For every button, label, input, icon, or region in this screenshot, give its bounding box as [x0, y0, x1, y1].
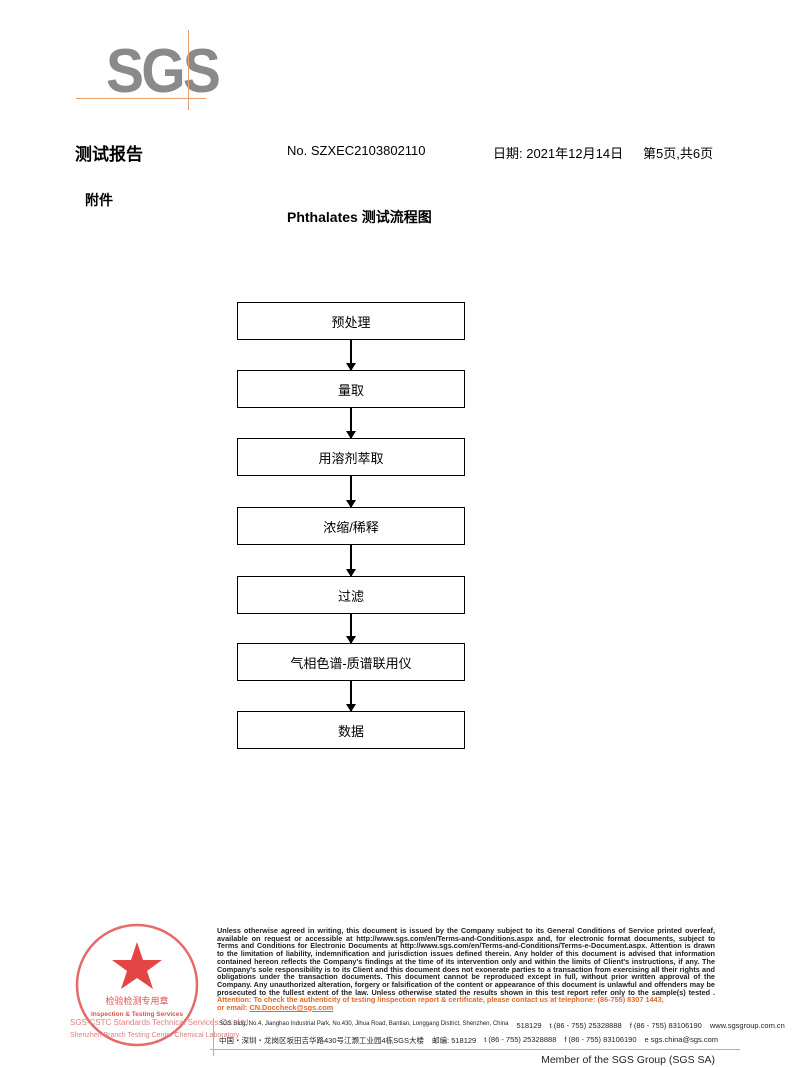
report-number: No. SZXEC2103802110: [287, 143, 426, 158]
flow-step: 气相色谱-质谱联用仪: [237, 643, 465, 681]
arrow-down-icon: [346, 614, 356, 644]
arrow-down-icon: [346, 408, 356, 439]
svg-text:检验检测专用章: 检验检测专用章: [105, 995, 168, 1007]
arrow-down-icon: [346, 681, 356, 712]
flow-step: 量取: [237, 370, 465, 408]
address-cn: 中国・深圳・龙岗区坂田吉华路430号江灏工业园4栋SGS大楼 邮编: 51812…: [219, 1035, 718, 1045]
report-date: 日期: 2021年12月14日: [493, 146, 624, 161]
arrow-down-icon: [346, 340, 356, 371]
flowchart-title: Phthalates 测试流程图: [287, 209, 432, 225]
flow-step: 数据: [237, 711, 465, 749]
attention-notice: Attention: To check the authenticity of …: [217, 995, 664, 1012]
flow-step: 过滤: [237, 576, 465, 614]
arrow-down-icon: [346, 476, 356, 508]
email-link[interactable]: e sgs.china@sgs.com: [644, 1035, 718, 1044]
flow-step: 预处理: [237, 302, 465, 340]
report-title: 测试报告: [75, 145, 143, 164]
arrow-down-icon: [346, 545, 356, 577]
doccheck-email-link[interactable]: CN.Doccheck@sgs.com: [249, 1002, 334, 1012]
flow-step: 用溶剂萃取: [237, 438, 465, 476]
company-seal: 检验检测专用章 Inspection & Testing Services: [75, 923, 199, 1047]
address-en: SGS Bldg, No.4, Jianghao Industrial Park…: [219, 1021, 785, 1030]
website-link[interactable]: www.sgsgroup.com.cn: [709, 1021, 785, 1030]
disclaimer: Unless otherwise agreed in writing, this…: [217, 926, 715, 997]
member-notice: Member of the SGS Group (SGS SA): [541, 1054, 715, 1066]
svg-text:Inspection & Testing Services: Inspection & Testing Services: [91, 1011, 183, 1018]
sgs-logo: SGS: [76, 30, 246, 110]
stamp-branch: Shenzhen Branch Testing Center Chemical …: [70, 1032, 240, 1039]
page-number: 第5页,共6页: [643, 146, 714, 161]
flow-step: 浓缩/稀释: [237, 507, 465, 545]
attachment-label: 附件: [85, 192, 113, 208]
stamp-company-en: SGS-CSTC Standards Technical Services Co…: [70, 1018, 251, 1027]
